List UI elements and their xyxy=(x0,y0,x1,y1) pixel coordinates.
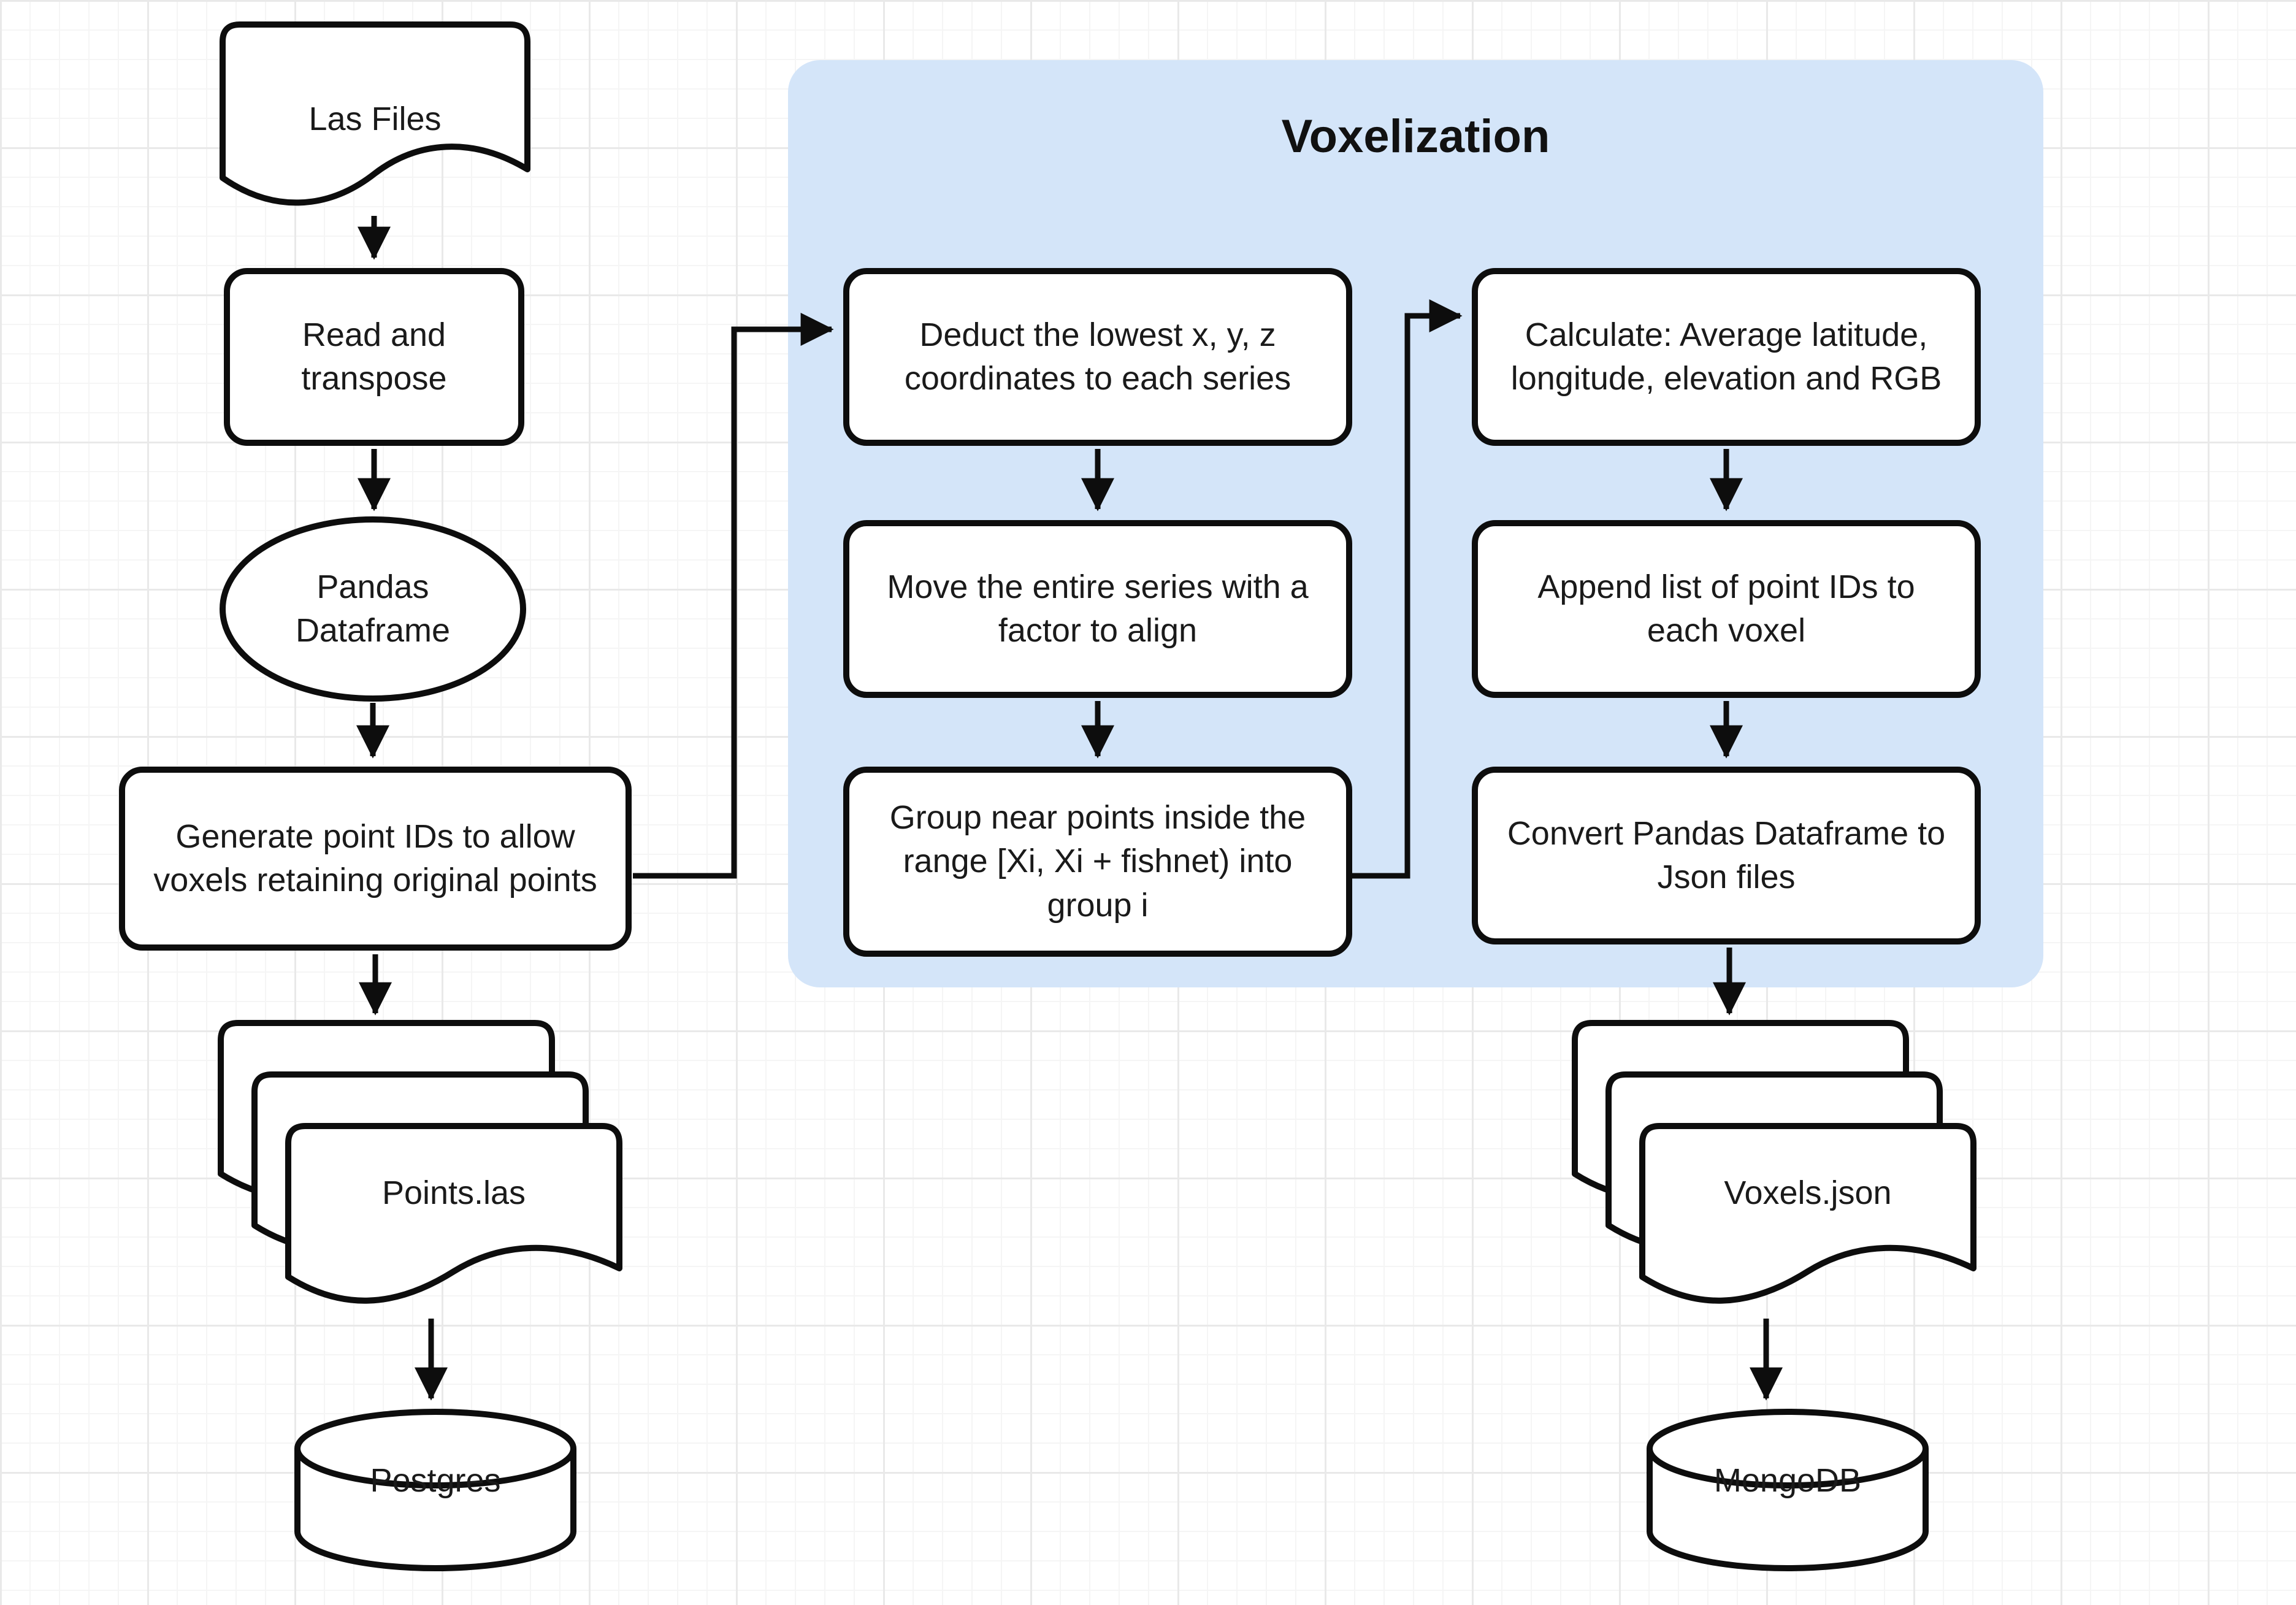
read-transpose-box[interactable] xyxy=(224,268,524,446)
pandas-dataframe-label: Pandas Dataframe xyxy=(295,568,451,649)
las-files-label: Las Files xyxy=(308,101,442,138)
voxels-json-label: Voxels.json xyxy=(1724,1174,1892,1212)
postgres-label: Postgres xyxy=(370,1462,501,1500)
points-las-label: Points.las xyxy=(381,1174,526,1212)
voxels-json-document-front[interactable] xyxy=(1639,1123,1976,1304)
convert-dataframe-label: Convert Pandas Dataframe to Json files xyxy=(1507,814,1946,895)
postgres-cylinder-top[interactable] xyxy=(294,1409,576,1488)
calculate-average-label: Calculate: Average latitude, longitude, … xyxy=(1510,316,1942,397)
group-near-points-box[interactable] xyxy=(843,767,1352,957)
generate-point-ids-box[interactable] xyxy=(119,767,632,951)
voxelization-container-title: Voxelization xyxy=(1281,110,1550,163)
convert-dataframe-box[interactable] xyxy=(1472,767,1981,944)
deduct-coordinates-box[interactable] xyxy=(843,268,1352,446)
mongodb-cylinder-top[interactable] xyxy=(1647,1409,1929,1488)
points-las-document-front[interactable] xyxy=(285,1123,622,1304)
mongodb-label: MongoDB xyxy=(1713,1462,1862,1500)
append-point-ids-box[interactable] xyxy=(1472,520,1981,698)
deduct-coordinates-label: Deduct the lowest x, y, z coordinates to… xyxy=(904,316,1292,397)
generate-point-ids-label: Generate point IDs to allow voxels retai… xyxy=(153,818,597,898)
move-series-box[interactable] xyxy=(843,520,1352,698)
group-near-points-label: Group near points inside the range [Xi, … xyxy=(889,799,1306,924)
read-transpose-label: Read and transpose xyxy=(301,316,447,397)
las-files-document-shape[interactable] xyxy=(220,21,530,206)
pandas-dataframe-ellipse-shape[interactable] xyxy=(220,516,526,702)
calculate-average-box[interactable] xyxy=(1472,268,1981,446)
append-point-ids-label: Append list of point IDs to each voxel xyxy=(1537,568,1915,649)
move-series-label: Move the entire series with a factor to … xyxy=(887,568,1309,649)
